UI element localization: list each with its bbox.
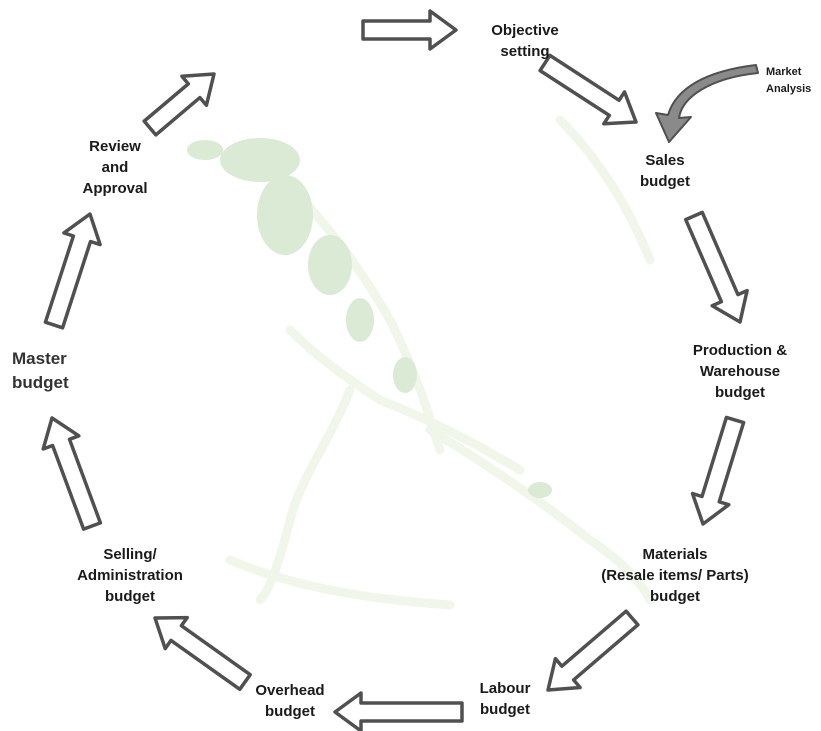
arrow-master-to-review — [43, 212, 102, 330]
arrow-labour-to-overhead — [333, 691, 464, 731]
market-analysis-curved-arrow — [655, 64, 759, 143]
node-materials-budget: Materials(Resale items/ Parts)budget — [601, 546, 749, 605]
arrow-objective-to-sales — [538, 53, 638, 126]
arrow-overhead-to-selling — [153, 615, 252, 692]
arrow-sales-to-production — [683, 210, 749, 324]
arrow-top-into-objective — [361, 9, 458, 51]
arrow-materials-to-labour — [546, 609, 640, 692]
arrow-review-to-objective — [142, 72, 216, 137]
climber-watermark-image — [187, 115, 655, 610]
arrow-production-to-materials — [690, 415, 746, 526]
arrow-selling-to-master — [41, 416, 103, 531]
